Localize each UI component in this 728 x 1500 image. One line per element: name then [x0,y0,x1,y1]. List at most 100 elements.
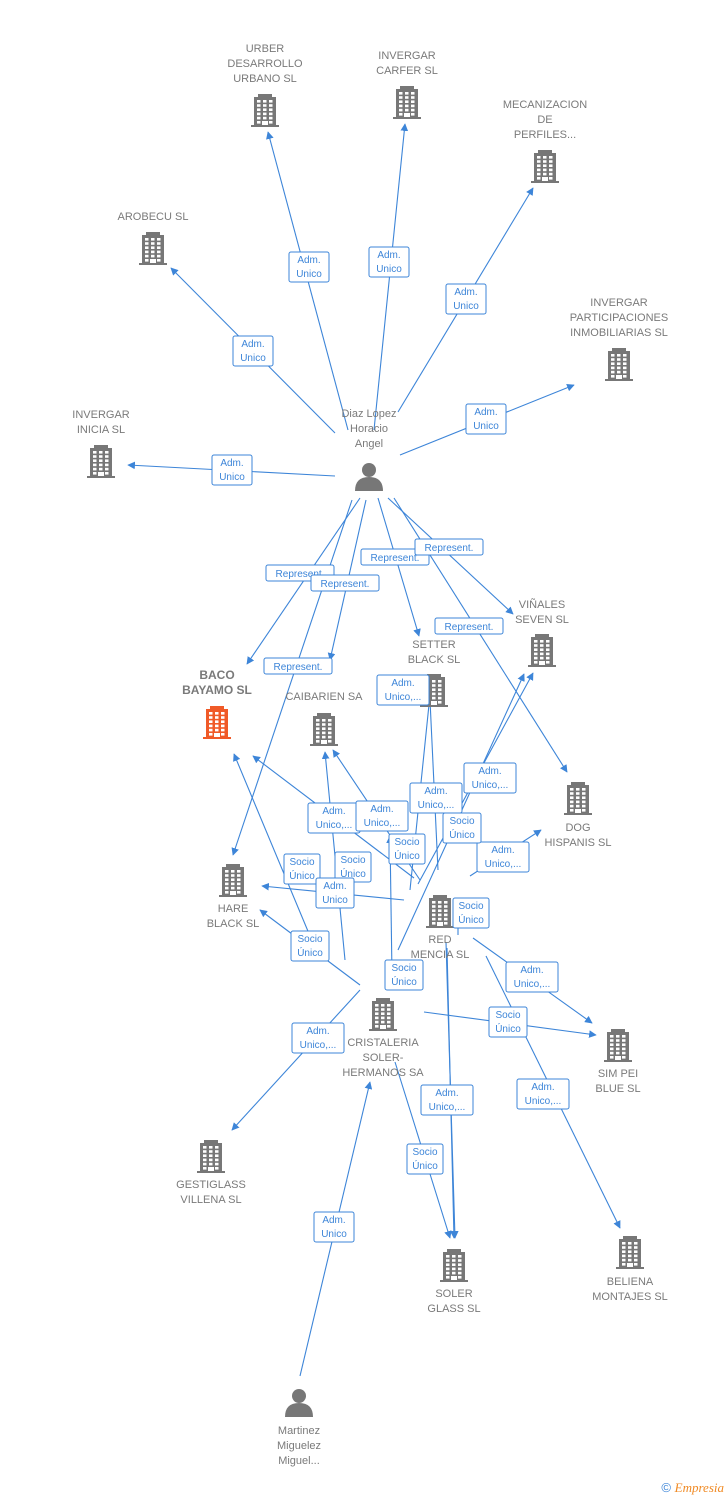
relation-label[interactable]: Adm.Unico,... [476,841,530,873]
node-label: SOLER- [363,1052,404,1064]
relation-label-text: Único [297,946,323,959]
node-label: AROBECU SL [118,211,189,223]
relation-label[interactable]: Adm.Unico [232,335,274,367]
relation-label[interactable]: Adm.Unico,... [307,802,361,834]
node-label: SEVEN SL [515,614,569,626]
node-label: Angel [355,438,383,450]
relation-label[interactable]: Adm.Unico [465,403,507,435]
node-label: VILLENA SL [180,1194,241,1206]
relation-label-text: Unico [321,1229,347,1240]
relation-label-text: Adm. [531,1082,554,1093]
relation-label[interactable]: Adm.Unico,... [409,782,463,814]
relation-label-text: Unico,... [364,818,401,829]
relation-label[interactable]: Adm.Unico,... [291,1022,345,1054]
building-icon [605,348,633,381]
relation-label-text: Único [289,869,315,882]
node-label: HERMANOS SA [342,1067,424,1079]
company-node-arobecu[interactable]: AROBECU SL [118,211,189,265]
relation-label[interactable]: Adm.Unico,... [355,800,409,832]
relation-label-text: Único [394,849,420,862]
relation-label[interactable]: Adm.Unico,... [376,674,430,706]
relation-label-text: Represent. [425,543,474,554]
relation-label-text: Unico [473,421,499,432]
relation-label[interactable]: Adm.Unico [288,251,330,283]
building-icon [604,1029,632,1062]
node-label: VIÑALES [519,598,565,611]
node-label: PERFILES... [514,129,576,141]
relation-label[interactable]: Adm.Unico,... [463,762,517,794]
relation-label[interactable]: Represent. [263,657,333,675]
node-label: INICIA SL [77,424,125,436]
relation-label[interactable]: Adm. Unico,... [516,1078,570,1110]
relation-label-text: Adm. [322,1215,345,1226]
relation-label-text: Unico [296,269,322,280]
company-node-inicia[interactable]: INVERGAR INICIA SL [72,409,130,478]
relation-label[interactable]: Adm.Unico [211,454,253,486]
relation-label-text: Adm. [454,287,477,298]
node-label: BLUE SL [595,1083,640,1095]
node-label: Diaz Lopez [341,408,396,420]
relation-label-text: Unico,... [525,1096,562,1107]
company-node-mecan[interactable]: MECANIZACIONDEPERFILES... [503,99,587,183]
node-label: INVERGAR [72,409,130,421]
relation-label[interactable]: Adm.Unico,... [505,961,559,993]
node-label: CAIBARIEN SA [285,691,363,703]
company-node-vinales[interactable]: VIÑALES SEVEN SL [515,598,569,667]
node-label: SOLER [435,1288,472,1300]
company-node-caibarien[interactable]: CAIBARIEN SA [285,691,363,746]
node-label: INVERGAR [378,50,436,62]
node-label: Miguel... [278,1455,320,1467]
building-icon [440,1249,468,1282]
relation-label-text: Adm. [377,250,400,261]
person-icon [285,1389,313,1417]
relation-label[interactable]: Adm.Unico [315,877,355,909]
building-icon [369,998,397,1031]
relation-edge [377,497,421,637]
relation-label[interactable]: Represent. [310,574,380,592]
relation-label[interactable]: Adm.Unico,... [420,1084,474,1116]
relation-label[interactable]: Represent. [360,548,430,566]
building-icon [393,86,421,119]
relation-label[interactable]: Represent. [414,538,484,556]
building-icon [531,150,559,183]
relation-label-text: Adm. [220,458,243,469]
brand-logo[interactable]: Empresia [674,1480,724,1495]
relation-label-text: Unico,... [418,800,455,811]
relation-label-text: Socio [289,857,314,868]
building-icon [310,713,338,746]
relation-label[interactable]: Adm. Unico [313,1211,355,1243]
relation-label-text: Unico,... [514,979,551,990]
relation-label-text: Único [391,975,417,988]
relation-label-text: Represent. [445,622,494,633]
relation-label[interactable]: Represent. [434,617,504,635]
node-label: Miguelez [277,1440,321,1452]
relation-label-text: Adm. [241,339,264,350]
person-node-martinez[interactable]: MartinezMiguelezMiguel... [277,1389,321,1467]
relation-label[interactable]: Adm.Unico [368,246,410,278]
relation-label[interactable]: Adm.Unico [445,283,487,315]
